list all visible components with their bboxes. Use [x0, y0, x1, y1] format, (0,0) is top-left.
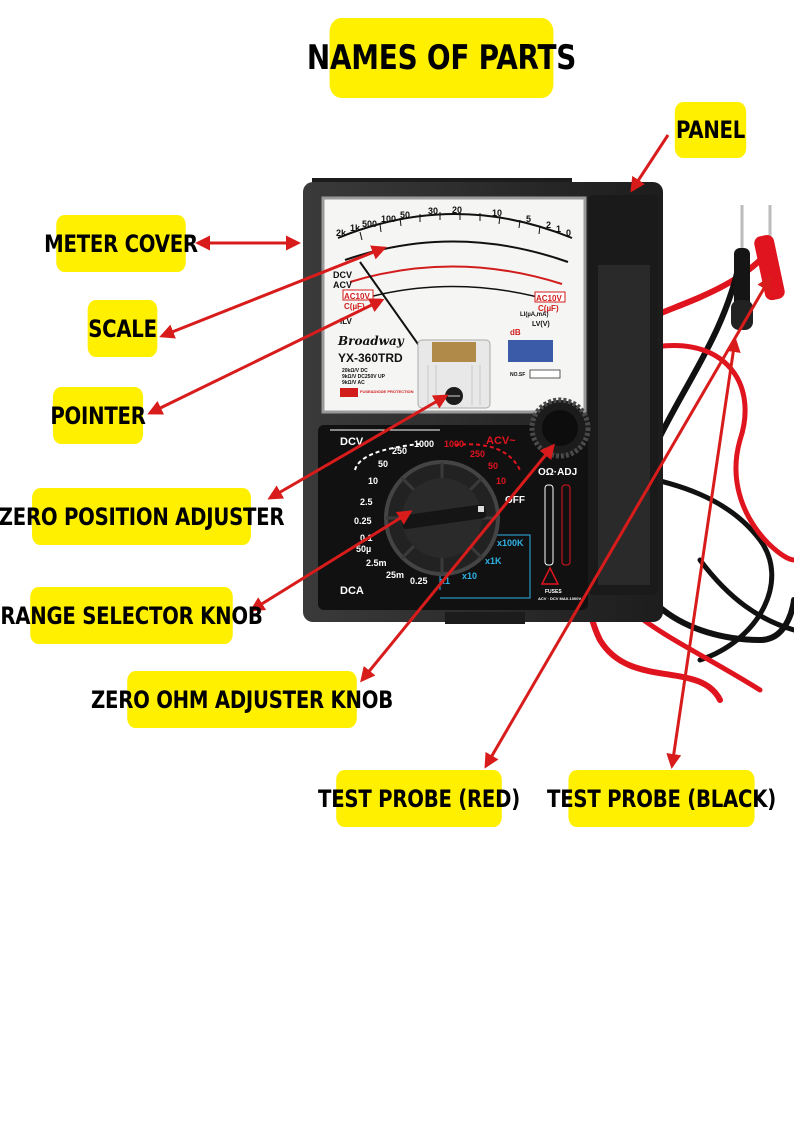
model-number: YX-360TRD [338, 351, 403, 365]
label-meter-cover: METER COVER [44, 215, 198, 272]
label-range-selector-knob: RANGE SELECTOR KNOB [0, 587, 263, 644]
meter-window: 2k 1k 500 100 50 30 20 10 5 2 1 0 DCV AC… [321, 196, 587, 414]
arrow-pointer [147, 298, 385, 415]
scale-db: dB [510, 328, 521, 337]
dca-range-0-25: 0.25 [410, 576, 428, 586]
scale-tick-11: 1 [556, 224, 561, 234]
ohm-adj-label: OΩ·ADJ [538, 467, 577, 478]
arrow-zero-position [267, 394, 449, 500]
label-scale: SCALE [87, 300, 158, 357]
fuses-note: FUSES [545, 589, 562, 595]
label-pointer: POINTER [50, 387, 146, 444]
acv-label: ACV~ [486, 435, 516, 447]
scale-tick-9: 5 [526, 214, 531, 224]
scale-tick-8: 10 [492, 208, 502, 218]
scale-tick-5: 50 [400, 210, 410, 220]
ohm-range-x100k: x100K [497, 538, 524, 548]
scale-dcv: DCV [333, 270, 352, 280]
scale-tick-10: 2 [546, 220, 551, 230]
acv-range-10: 10 [496, 476, 506, 486]
scale-tick-12: 0 [566, 228, 571, 238]
label-zero-ohm-adjuster-knob: ZERO OHM ADJUSTER KNOB [91, 671, 393, 728]
fuse-label: FUSE&DIODE PROTECTION [360, 389, 414, 394]
page-title: NAMES OF PARTS [307, 18, 576, 98]
dcv-range-10: 10 [368, 476, 378, 486]
scale-li: LI(µA,mA) [520, 312, 548, 318]
label-zero-position-adjuster: ZERO POSITION ADJUSTER [0, 488, 285, 545]
scale-tick-6: 30 [428, 206, 438, 216]
dcv-range-0-25: 0.25 [354, 516, 372, 526]
label-test-probe-red: TEST PROBE (RED) [318, 770, 520, 827]
dca-range-25m: 25m [386, 570, 404, 580]
brand-logo: Broadway [337, 334, 405, 348]
dca-label: DCA [340, 585, 364, 597]
scale-tick-4: 100 [381, 214, 396, 224]
scale-lvi: LV(V) [532, 321, 550, 328]
dca-range-2-5m: 2.5m [366, 558, 387, 568]
dcv-range-2-5: 2.5 [360, 497, 373, 507]
ohm-range-x10: x10 [462, 571, 477, 581]
acv-range-50: 50 [488, 461, 498, 471]
scale-tick-7: 20 [452, 205, 462, 215]
scale-ac10v-right: AC10V [536, 294, 562, 303]
spec-line-3: 9kΩ/V AC [342, 380, 365, 386]
max-note: ACV · DCV MAX.1000V [538, 596, 581, 601]
test-probe-red-shape [754, 205, 785, 301]
scale-tick-1: 1k [350, 223, 361, 233]
serial-label: NO.SF [510, 372, 525, 378]
acv-range-1000: 1000 [444, 439, 464, 449]
scale-tick-2: 500 [362, 219, 377, 229]
dial-faceplate: DCV ACV~ DCA OFF 1000 250 50 10 2.5 0.25… [318, 397, 591, 610]
ohm-range-x1k: x1K [485, 556, 502, 566]
arrow-test-probe-black [666, 337, 741, 769]
scale-tick-0: 2k [336, 228, 347, 238]
arrow-panel [630, 134, 670, 193]
label-test-probe-black: TEST PROBE (BLACK) [547, 770, 776, 827]
callout-arrows [147, 134, 772, 769]
dcv-range-50: 50 [378, 459, 388, 469]
label-panel: PANEL [674, 102, 747, 158]
acv-range-250: 250 [470, 449, 485, 459]
scale-ac10v-left: AC10V [344, 292, 370, 301]
scale-acv: ACV [333, 280, 352, 290]
